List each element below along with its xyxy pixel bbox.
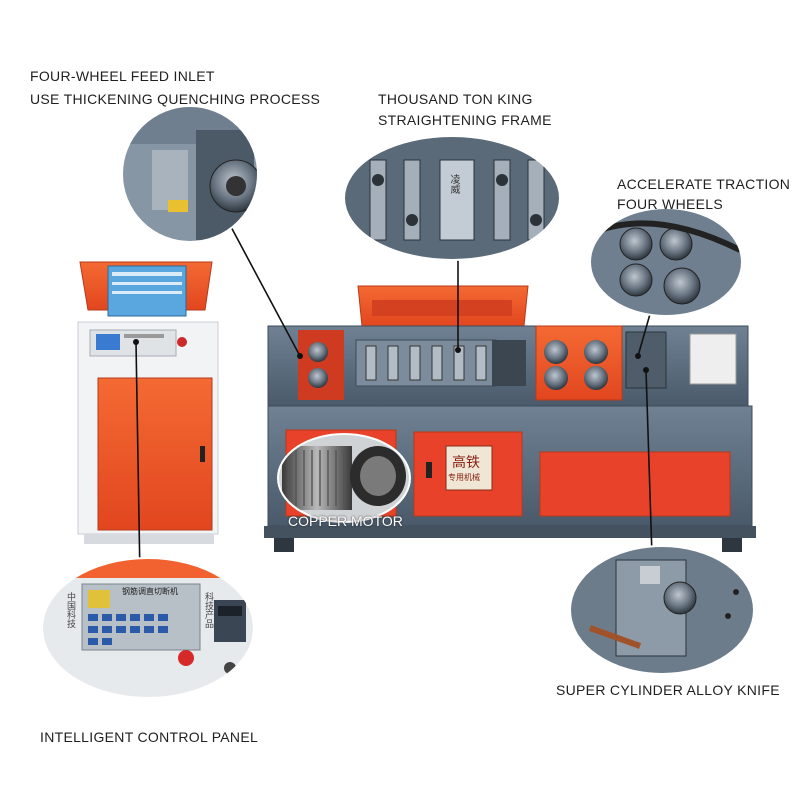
feed-inlet-label-line1: FOUR-WHEEL FEED INLET	[30, 68, 215, 84]
frame-label-line2: STRAIGHTENING FRAME	[378, 112, 552, 128]
frame-label-line1: THOUSAND TON KING	[378, 91, 533, 107]
alloy-knife-closeup	[569, 545, 755, 675]
straightening-frame-closeup	[343, 135, 561, 261]
control-panel-closeup	[41, 557, 255, 699]
control-panel-label: INTELLIGENT CONTROL PANEL	[40, 729, 259, 745]
panel-right-text: 科技产品	[203, 592, 213, 628]
traction-wheels-closeup	[589, 207, 743, 317]
panel-left-text: 中国科技	[65, 592, 75, 628]
control-cabinet	[77, 261, 219, 544]
feed-inlet-label-line2: USE THICKENING QUENCHING PROCESS	[30, 91, 321, 107]
frame-plate-text: 凌威	[448, 174, 459, 194]
brand-subtext: 专用机械	[448, 473, 480, 482]
traction-label-line2: FOUR WHEELS	[617, 196, 723, 212]
feed-inlet-closeup	[121, 105, 259, 243]
copper-motor-closeup	[277, 433, 411, 523]
knife-label: SUPER CYLINDER ALLOY KNIFE	[556, 682, 780, 698]
panel-title-text: 钢筋调直切断机	[122, 587, 178, 596]
traction-label-line1: ACCELERATE TRACTION	[617, 176, 791, 192]
motor-label: COPPER MOTOR	[288, 513, 403, 529]
brand-text: 高铁	[452, 455, 480, 471]
